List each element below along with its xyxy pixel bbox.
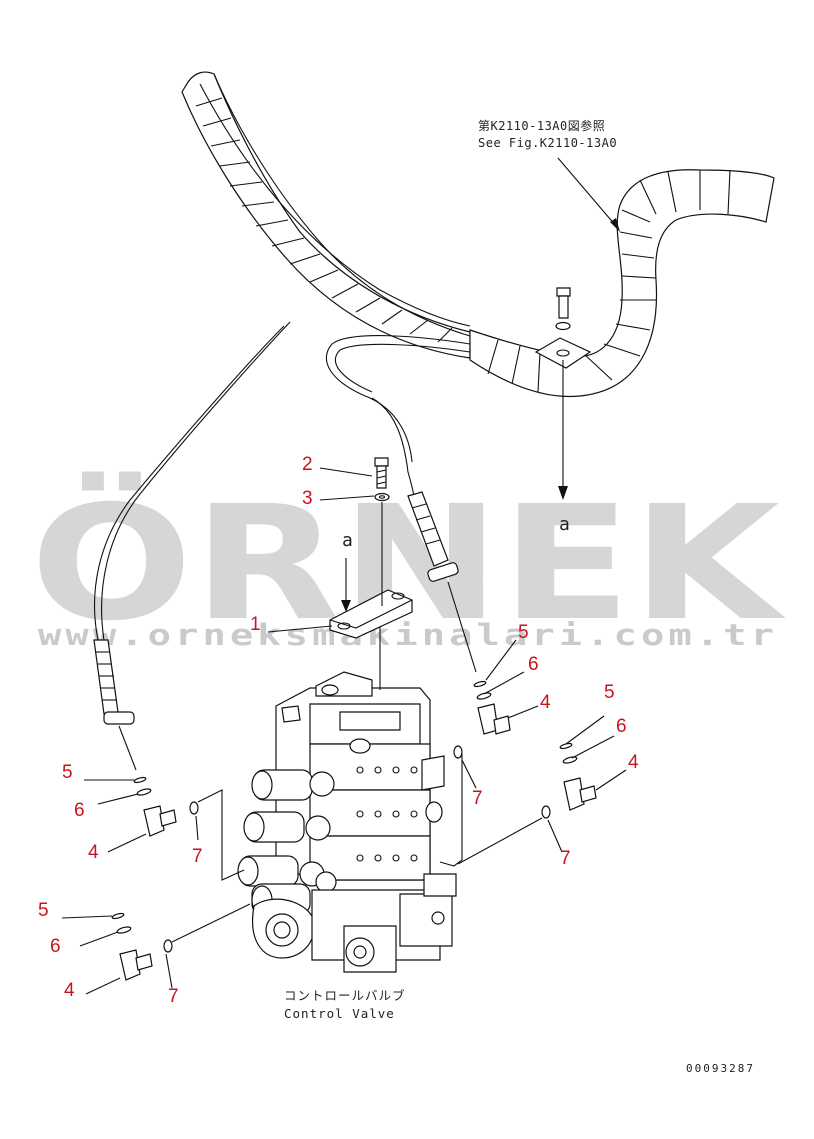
harness-loop [325, 335, 471, 463]
marker-a-right: a [559, 514, 570, 535]
part-group-right-middle [453, 680, 511, 759]
part-bolt [374, 457, 389, 489]
harness-branch-upper [181, 71, 471, 359]
callout-6-left-lower: 6 [50, 936, 61, 957]
watermark: ÖRNEK www.orneksmakinalari.com.tr [30, 470, 787, 656]
assembly-lines [171, 754, 543, 943]
harness-clamp [534, 337, 592, 369]
callout-5-left-upper: 5 [62, 762, 73, 783]
marker-a-left: a [342, 530, 353, 551]
callout-4-right-far: 4 [628, 752, 639, 773]
callout-5-left-lower: 5 [38, 900, 49, 921]
callout-7-left-lower: 7 [168, 986, 179, 1007]
callout-1: 1 [250, 614, 261, 635]
part-group-left-lower [111, 912, 173, 981]
callout-3: 3 [302, 488, 313, 509]
callout-4-left-upper: 4 [88, 842, 99, 863]
callout-6-right-middle: 6 [528, 654, 539, 675]
callout-6-right-far: 6 [616, 716, 627, 737]
callout-7-right-middle: 7 [472, 788, 483, 809]
callouts: 1 2 3 5 6 4 7 5 6 4 7 5 6 4 7 5 6 4 7 [38, 454, 639, 1007]
harness-tape-wraps [195, 97, 453, 343]
callout-6-left-upper: 6 [74, 800, 85, 821]
callout-7-right-far: 7 [560, 848, 571, 869]
callout-5-right-middle: 5 [518, 622, 529, 643]
part-group-right-far [541, 742, 597, 819]
wire-harness [181, 71, 775, 500]
callout-2: 2 [302, 454, 313, 475]
part-bracket [329, 589, 413, 639]
sensor-cable-left [93, 321, 291, 771]
drawing-number: 00093287 [686, 1062, 755, 1075]
callout-4-left-lower: 4 [64, 980, 75, 1001]
part-group-left-upper [133, 776, 199, 837]
part-washer [374, 492, 390, 502]
harness-bolt [555, 287, 571, 331]
callout-leaders [61, 467, 627, 995]
assembly-name-jp: コントロールバルブ [284, 988, 406, 1003]
watermark-brand: ÖRNEK [30, 470, 787, 656]
reference-en: See Fig.K2110-13A0 [478, 136, 617, 150]
callout-5-right-far: 5 [604, 682, 615, 703]
reference-jp: 第K2110-13A0図参照 [478, 118, 605, 133]
harness-trunk [469, 169, 775, 398]
sensor-cable-right [371, 397, 477, 673]
control-valve [237, 620, 457, 973]
assembly-name-en: Control Valve [284, 1006, 395, 1021]
callout-4-right-middle: 4 [540, 692, 551, 713]
reference-note: 第K2110-13A0図参照 See Fig.K2110-13A0 [478, 118, 620, 232]
watermark-url: www.orneksmakinalari.com.tr [38, 618, 778, 652]
callout-7-left-upper: 7 [192, 846, 203, 867]
